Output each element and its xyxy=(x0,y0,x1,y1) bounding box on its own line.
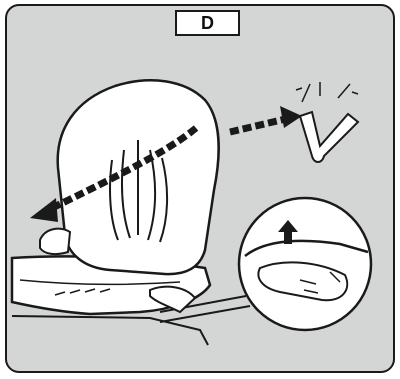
armrest xyxy=(40,229,70,254)
step-label: D xyxy=(175,10,240,36)
recline-arrow-right xyxy=(230,118,290,132)
floor-line xyxy=(12,316,208,345)
recline-arrowhead-left xyxy=(30,198,58,222)
angle-diagram xyxy=(300,112,358,162)
recline-arrowhead-right xyxy=(280,106,302,128)
angle-markers xyxy=(296,82,358,102)
